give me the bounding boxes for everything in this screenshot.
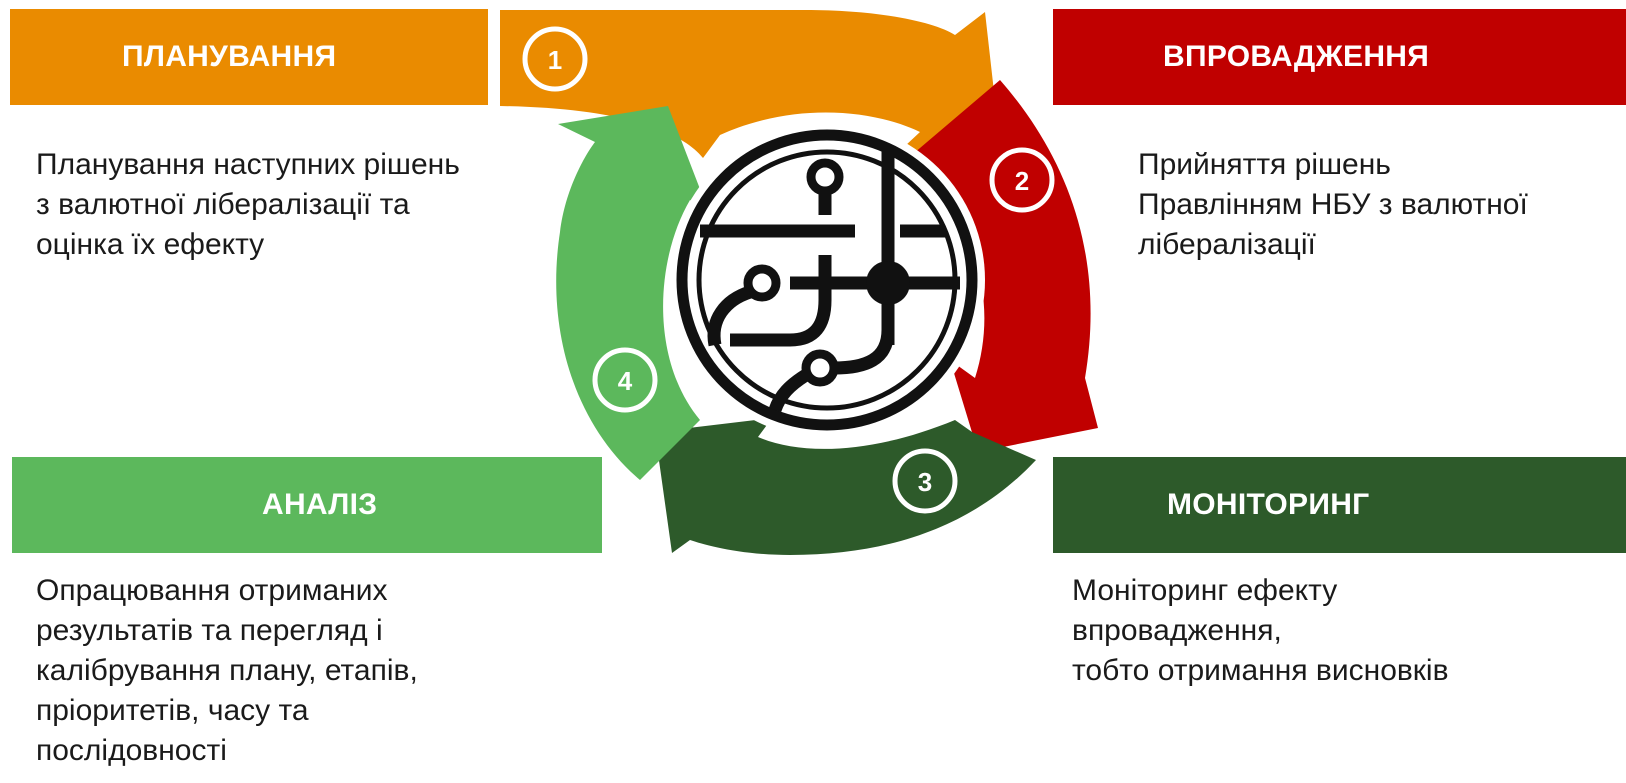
svg-text:1: 1 bbox=[548, 45, 562, 75]
implementation-title: ВПРОВАДЖЕННЯ bbox=[1163, 40, 1430, 73]
description-line: тобто отримання висновків bbox=[1072, 654, 1449, 687]
description-line: калібрування плану, етапів, bbox=[36, 654, 418, 687]
description-line: результатів та перегляд і bbox=[36, 614, 383, 647]
svg-text:4: 4 bbox=[618, 366, 633, 396]
description-line: з валютної лібералізації та bbox=[36, 188, 410, 221]
analysis-banner: АНАЛІЗ bbox=[12, 457, 602, 553]
planning-description: Планування наступних рішень з валютної л… bbox=[36, 145, 460, 265]
description-line: Прийняття рішень bbox=[1138, 148, 1391, 181]
arrow-step-3 bbox=[655, 418, 1036, 555]
monitoring-title: МОНІТОРИНГ bbox=[1167, 488, 1370, 521]
description-line: Опрацювання отриманих bbox=[36, 574, 388, 607]
arrow-step-1 bbox=[500, 10, 1000, 160]
planning-title: ПЛАНУВАННЯ bbox=[122, 40, 337, 73]
svg-text:2: 2 bbox=[1015, 166, 1029, 196]
description-line: впровадження, bbox=[1072, 614, 1282, 647]
description-line: пріоритетів, часу та bbox=[36, 694, 309, 727]
description-line: оцінка їх ефекту bbox=[36, 228, 265, 261]
description-line: лібералізації bbox=[1138, 228, 1316, 261]
implementation-banner: ВПРОВАДЖЕННЯ bbox=[1053, 9, 1626, 105]
description-line: Моніторинг ефекту bbox=[1072, 574, 1338, 607]
step-badge-1: 1 bbox=[522, 26, 588, 92]
planning-banner: ПЛАНУВАННЯ bbox=[10, 9, 488, 105]
analysis-description: Опрацювання отриманих результатів та пер… bbox=[36, 571, 418, 771]
description-line: Правлінням НБУ з валютної bbox=[1138, 188, 1528, 221]
monitoring-banner: МОНІТОРИНГ bbox=[1053, 457, 1626, 553]
implementation-description: Прийняття рішень Правлінням НБУ з валютн… bbox=[1138, 145, 1528, 265]
description-line: послідовності bbox=[36, 734, 227, 767]
analysis-title: АНАЛІЗ bbox=[262, 488, 378, 521]
monitoring-description: Моніторинг ефекту впровадження, тобто от… bbox=[1072, 571, 1449, 691]
circuit-route-icon bbox=[669, 122, 985, 438]
step-badge-3: 3 bbox=[892, 448, 958, 514]
step-badge-2: 2 bbox=[989, 147, 1055, 213]
description-line: Планування наступних рішень bbox=[36, 148, 460, 181]
svg-text:3: 3 bbox=[918, 467, 932, 497]
step-badge-4: 4 bbox=[592, 347, 658, 413]
arrow-step-2 bbox=[900, 80, 1098, 452]
